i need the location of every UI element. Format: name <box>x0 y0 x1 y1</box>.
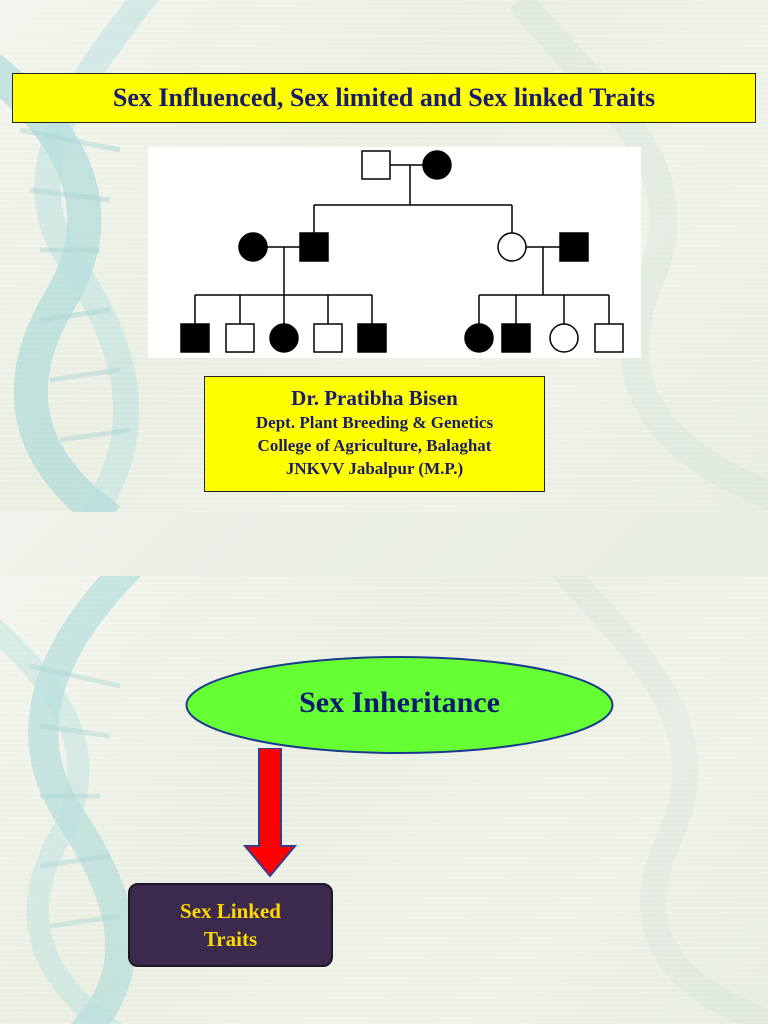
pedigree-female-affected <box>238 232 268 262</box>
dna-helix-decoration <box>0 576 768 1024</box>
author-dept: Dept. Plant Breeding & Genetics <box>255 413 494 432</box>
sex-inheritance-oval <box>185 656 614 754</box>
slide-2 <box>0 576 768 1024</box>
title-banner: Sex Influenced, Sex limited and Sex link… <box>12 73 756 123</box>
pedigree-male-affected <box>180 323 210 353</box>
author-university: JNKVV Jabalpur (M.P.) <box>285 459 464 478</box>
slide-title: Sex Influenced, Sex limited and Sex link… <box>112 83 656 112</box>
box-line-1: Sex Linked <box>180 899 281 923</box>
pedigree-female-affected <box>464 323 494 353</box>
pedigree-female-unaffected <box>497 232 527 262</box>
author-info-box: Dr. Pratibha Bisen Dept. Plant Breeding … <box>204 376 545 492</box>
pedigree-male-affected <box>299 232 329 262</box>
author-college: College of Agriculture, Balaghat <box>257 436 492 455</box>
pedigree-male-unaffected <box>361 150 391 180</box>
pedigree-male-unaffected <box>313 323 343 353</box>
pedigree-chart <box>148 147 641 358</box>
oval-label: Sex Inheritance <box>299 686 500 719</box>
pedigree-male-unaffected <box>594 323 624 353</box>
pedigree-male-affected <box>559 232 589 262</box>
pedigree-female-affected <box>269 323 299 353</box>
pedigree-female-unaffected <box>549 323 579 353</box>
box-line-2: Traits <box>203 927 258 951</box>
pedigree-male-affected <box>501 323 531 353</box>
down-arrow-icon <box>242 748 298 878</box>
pedigree-male-affected <box>357 323 387 353</box>
slide-gap <box>0 512 768 576</box>
author-name: Dr. Pratibha Bisen <box>291 386 458 410</box>
pedigree-female-affected <box>422 150 452 180</box>
pedigree-male-unaffected <box>225 323 255 353</box>
slide-1: Sex Influenced, Sex limited and Sex link… <box>0 0 768 512</box>
sex-linked-traits-box: Sex Linked Traits <box>128 883 333 967</box>
